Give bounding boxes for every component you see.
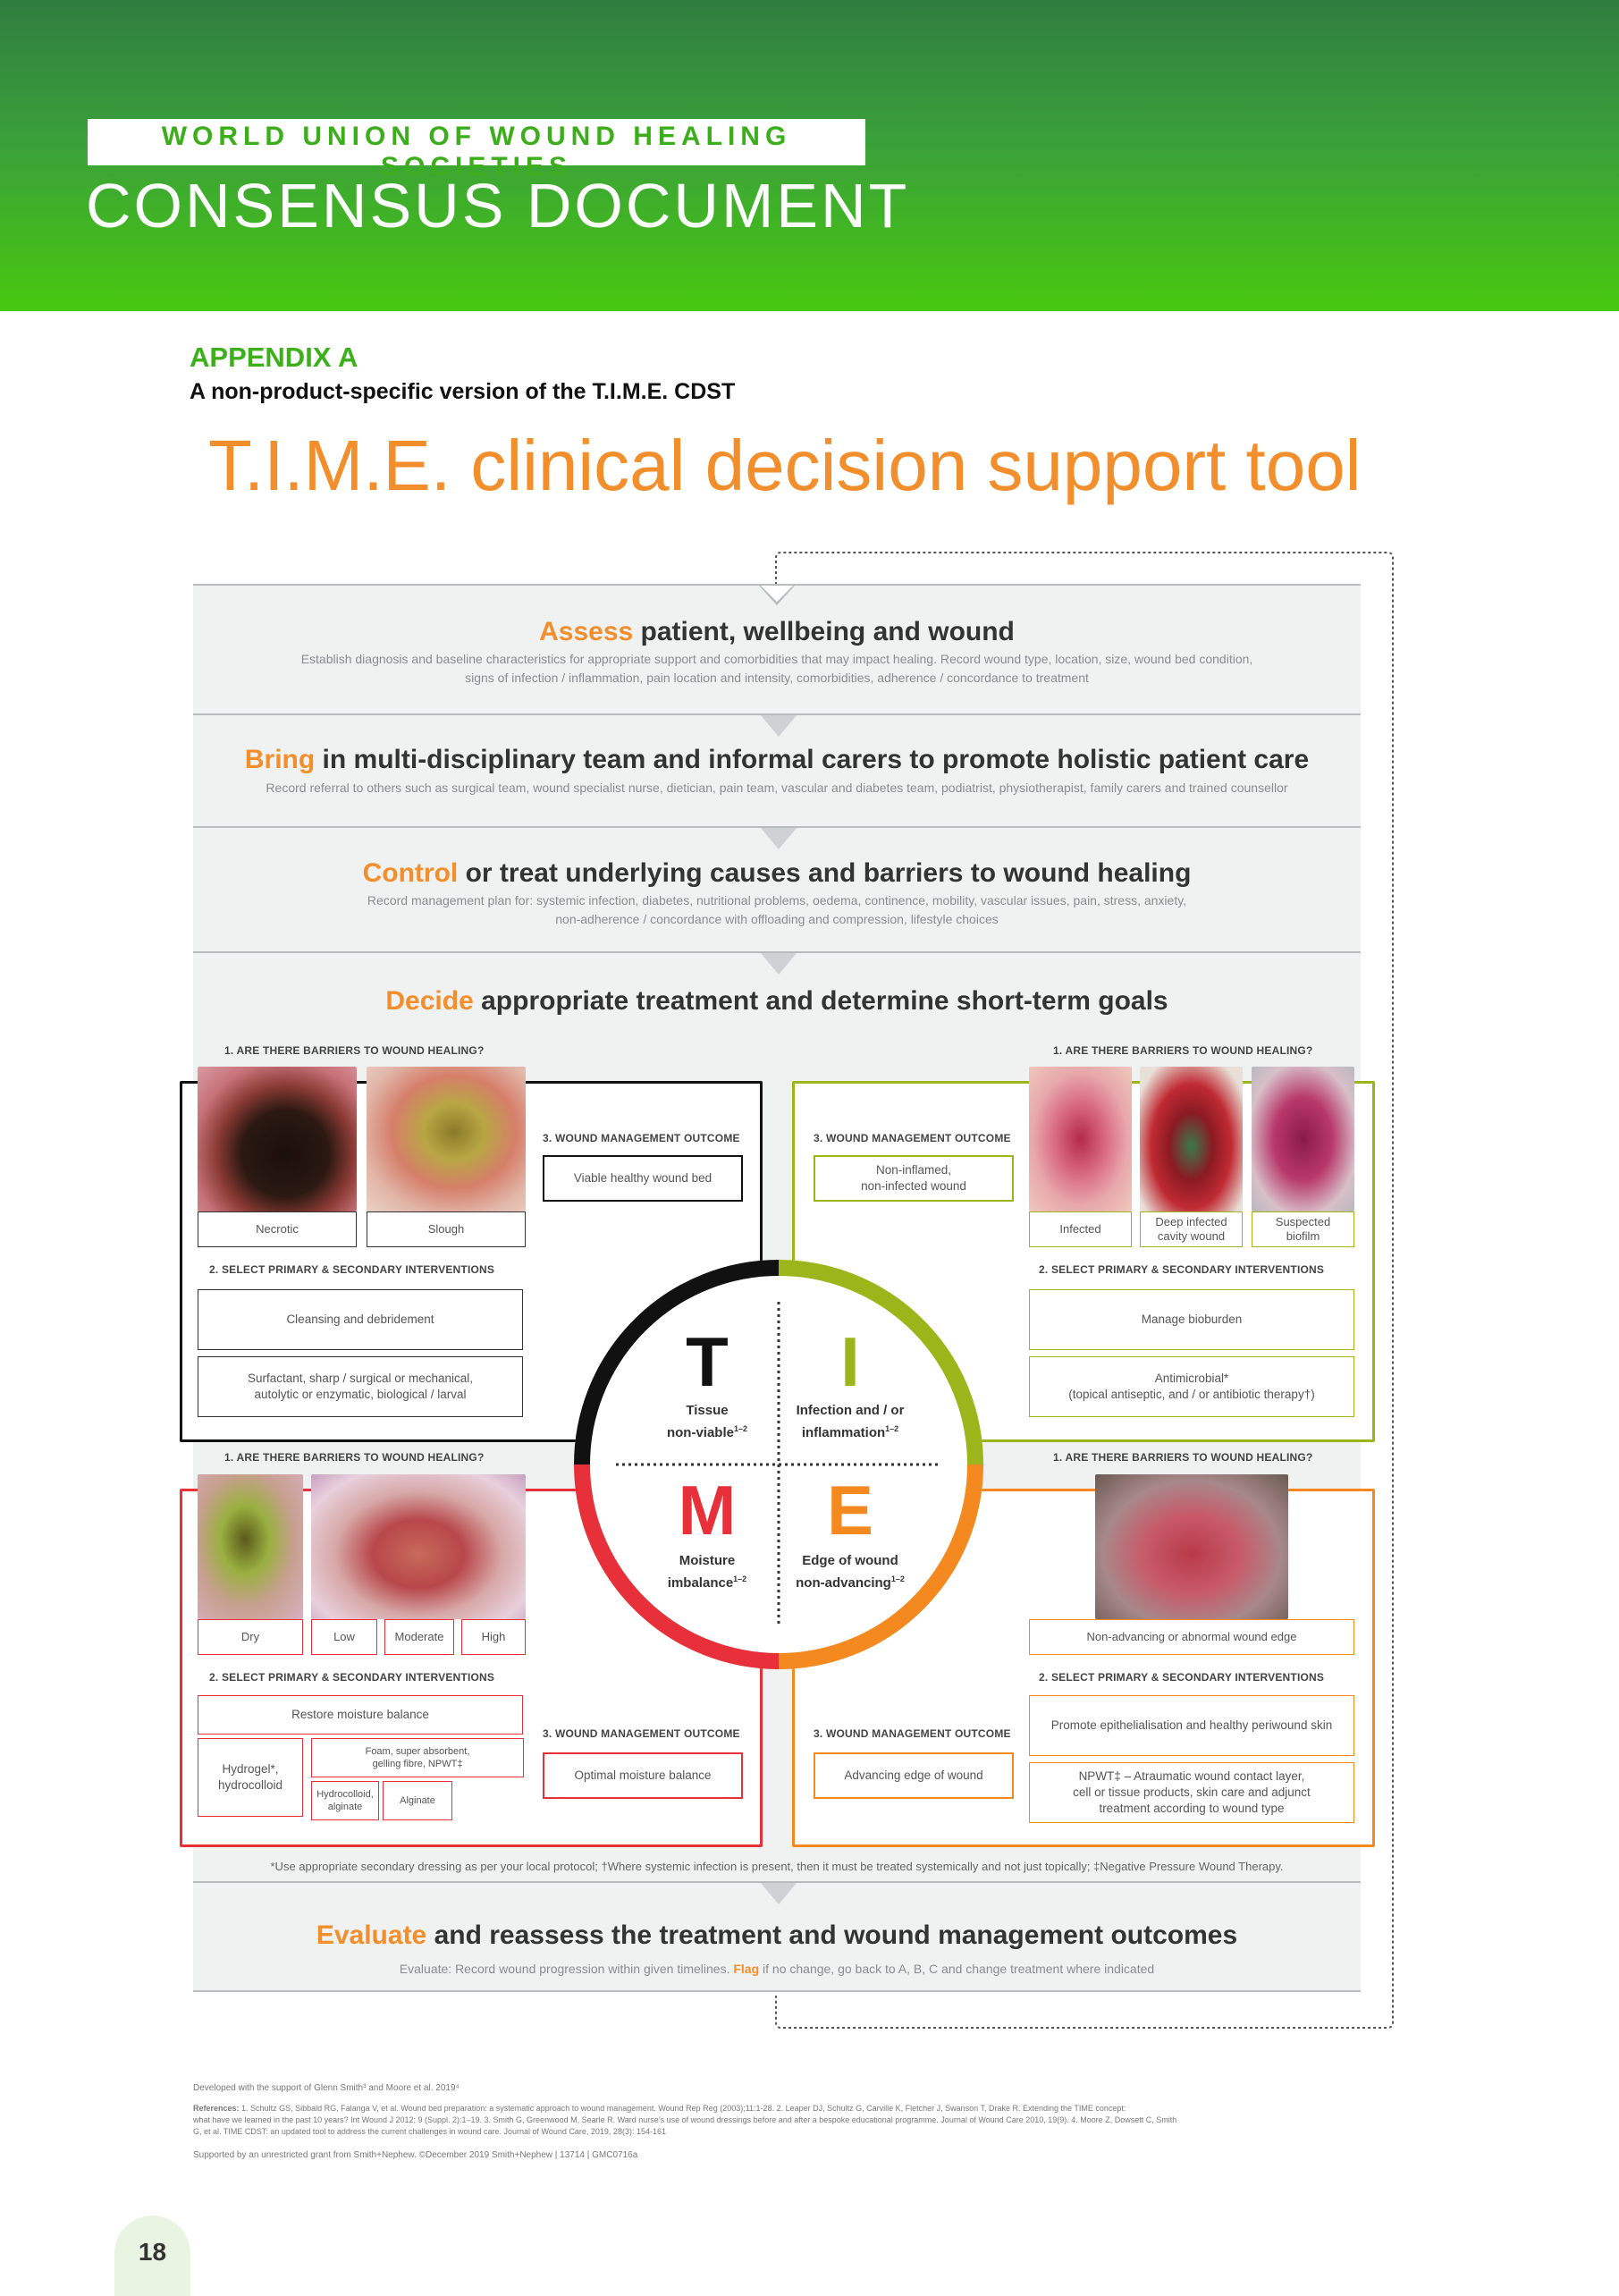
- high-label: High: [461, 1619, 526, 1655]
- antimicrobial-box: Antimicrobial*(topical antiseptic, and /…: [1029, 1356, 1354, 1417]
- control-title: Control or treat underlying causes and b…: [362, 858, 1192, 888]
- low-label: Low: [311, 1619, 377, 1655]
- m-barriers-heading: 1. ARE THERE BARRIERS TO WOUND HEALING?: [224, 1451, 485, 1464]
- t-outcome-heading: 3. WOUND MANAGEMENT OUTCOME: [543, 1132, 740, 1144]
- bring-description: Record referral to others such as surgic…: [266, 781, 1288, 795]
- appendix-subtitle: A non-product-specific version of the T.…: [190, 379, 736, 404]
- m-letter: M: [678, 1471, 737, 1549]
- org-name: WORLD UNION OF WOUND HEALING SOCIETIES: [161, 122, 792, 181]
- dry-wound-photo: [198, 1474, 303, 1619]
- biofilm-wound-photo: [1252, 1067, 1354, 1211]
- m-interventions-heading: 2. SELECT PRIMARY & SECONDARY INTERVENTI…: [209, 1671, 495, 1684]
- promote-epithelialisation-box: Promote epithelialisation and healthy pe…: [1029, 1695, 1354, 1756]
- document-type: CONSENSUS DOCUMENT: [86, 171, 910, 241]
- hydrogel-box: Hydrogel*,hydrocolloid: [198, 1738, 303, 1817]
- infected-wound-photo: [1029, 1067, 1132, 1211]
- assess-band: [193, 584, 1361, 715]
- appendix-label: APPENDIX A: [190, 342, 358, 373]
- npwt-box: NPWT‡ – Atraumatic wound contact layer,c…: [1029, 1762, 1354, 1823]
- necrotic-wound-photo: [198, 1067, 357, 1211]
- deep-infected-wound-photo: [1140, 1067, 1243, 1211]
- page-title: T.I.M.E. clinical decision support tool: [208, 426, 1362, 505]
- t-letter: T: [686, 1322, 729, 1401]
- evaluate-title: Evaluate and reassess the treatment and …: [316, 1920, 1238, 1950]
- i-letter: I: [840, 1322, 860, 1401]
- support-note: Supported by an unrestricted grant from …: [193, 2150, 638, 2160]
- debridement-methods-box: Surfactant, sharp / surgical or mechanic…: [198, 1356, 523, 1417]
- necrotic-label: Necrotic: [198, 1211, 357, 1247]
- wound-edge-label: Non-advancing or abnormal wound edge: [1029, 1619, 1354, 1655]
- footnote: *Use appropriate secondary dressing as p…: [270, 1860, 1284, 1873]
- hydrocolloid-alginate-box: Hydrocolloid,alginate: [311, 1781, 379, 1820]
- exudate-wound-photo: [311, 1474, 526, 1619]
- evaluate-chevron: [761, 1883, 797, 1904]
- t-barriers-heading: 1. ARE THERE BARRIERS TO WOUND HEALING?: [224, 1044, 485, 1057]
- page-number: 18: [138, 2238, 167, 2266]
- slough-wound-photo: [367, 1067, 526, 1211]
- alginate-box: Alginate: [383, 1781, 452, 1820]
- i-arc: [778, 1260, 983, 1465]
- manage-bioburden-box: Manage bioburden: [1029, 1289, 1354, 1350]
- t-outcome-box: Viable healthy wound bed: [543, 1155, 743, 1202]
- control-chevron: [761, 828, 797, 849]
- e-outcome-heading: 3. WOUND MANAGEMENT OUTCOME: [814, 1727, 1011, 1740]
- assess-description: Establish diagnosis and baseline charact…: [300, 652, 1253, 685]
- moderate-label: Moderate: [384, 1619, 454, 1655]
- bring-chevron: [761, 715, 797, 737]
- decide-chevron: [761, 953, 797, 975]
- org-name-box: [88, 119, 865, 165]
- e-letter: E: [826, 1471, 874, 1549]
- i-barriers-heading: 1. ARE THERE BARRIERS TO WOUND HEALING?: [1053, 1044, 1313, 1057]
- e-interventions-heading: 2. SELECT PRIMARY & SECONDARY INTERVENTI…: [1039, 1671, 1325, 1684]
- evaluate-description: Evaluate: Record wound progression withi…: [399, 1962, 1155, 1976]
- i-outcome-box: Non-inflamed,non-infected wound: [814, 1155, 1014, 1202]
- i-outcome-heading: 3. WOUND MANAGEMENT OUTCOME: [814, 1132, 1011, 1144]
- e-arc: [778, 1464, 983, 1669]
- dry-label: Dry: [198, 1619, 303, 1655]
- t-interventions-heading: 2. SELECT PRIMARY & SECONDARY INTERVENTI…: [209, 1263, 495, 1276]
- m-arc: [574, 1464, 780, 1669]
- page-number-tab: [114, 2216, 190, 2296]
- assess-chevron-inner: [761, 586, 793, 602]
- assess-title: Assess patient, wellbeing and wound: [539, 617, 1015, 646]
- slough-label: Slough: [367, 1211, 526, 1247]
- foam-box: Foam, super absorbent,gelling fibre, NPW…: [311, 1738, 524, 1777]
- cleansing-debridement-box: Cleansing and debridement: [198, 1289, 523, 1350]
- infected-label: Infected: [1029, 1211, 1132, 1247]
- bring-title: Bring in multi-disciplinary team and inf…: [244, 745, 1310, 774]
- restore-moisture-box: Restore moisture balance: [198, 1695, 523, 1735]
- developed-note: Developed with the support of Glenn Smit…: [193, 2083, 460, 2093]
- m-outcome-heading: 3. WOUND MANAGEMENT OUTCOME: [543, 1727, 740, 1740]
- e-outcome-box: Advancing edge of wound: [814, 1752, 1014, 1799]
- m-outcome-box: Optimal moisture balance: [543, 1752, 743, 1799]
- time-wheel: [574, 1260, 983, 1669]
- e-barriers-heading: 1. ARE THERE BARRIERS TO WOUND HEALING?: [1053, 1451, 1313, 1464]
- i-interventions-heading: 2. SELECT PRIMARY & SECONDARY INTERVENTI…: [1039, 1263, 1325, 1276]
- t-arc: [574, 1260, 780, 1465]
- references: References: 1. Schultz GS, Sibbald RG, F…: [193, 2104, 1177, 2136]
- control-description: Record management plan for: systemic inf…: [367, 893, 1187, 926]
- wound-edge-photo: [1095, 1474, 1288, 1619]
- decide-title: Decide appropriate treatment and determi…: [385, 986, 1168, 1016]
